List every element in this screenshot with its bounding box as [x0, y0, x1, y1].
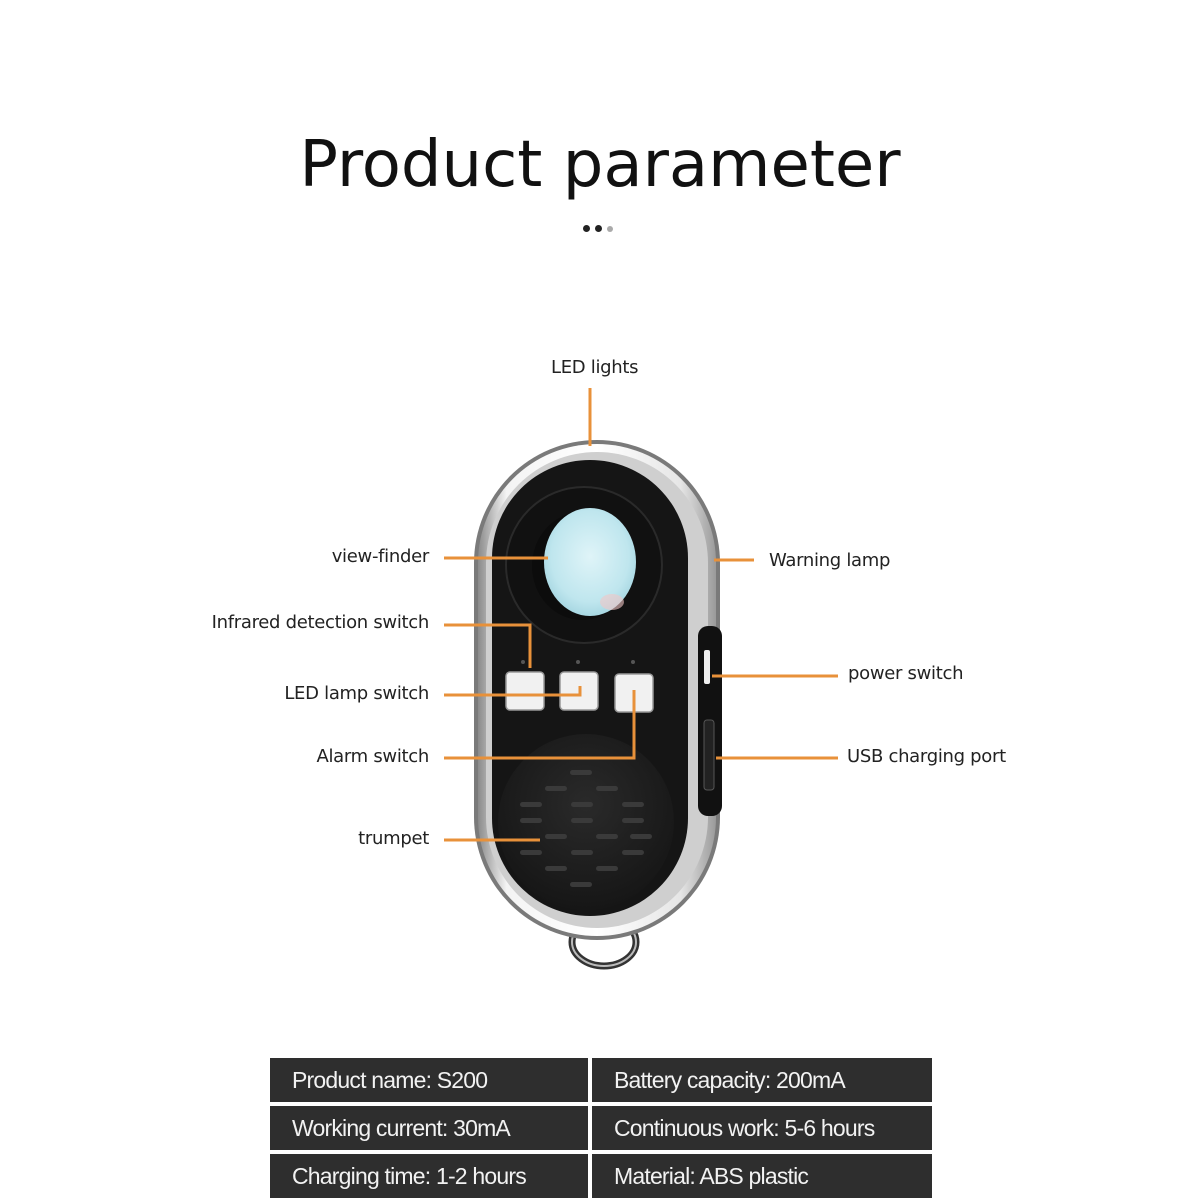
- speaker-slot: [520, 818, 542, 823]
- speaker-slot: [571, 802, 593, 807]
- lens: [505, 486, 663, 644]
- speaker-slot: [571, 818, 593, 823]
- speaker-slot: [622, 818, 644, 823]
- speaker-slot: [545, 834, 567, 839]
- spec-cell: Continuous work: 5-6 hours: [592, 1106, 932, 1154]
- callout-led-lamp-switch: LED lamp switch: [284, 683, 429, 704]
- infrared-switch-button: [505, 671, 545, 711]
- callout-trumpet: trumpet: [358, 828, 429, 849]
- callout-usb-port: USB charging port: [847, 746, 1006, 767]
- spec-row: Working current: 30mA Continuous work: 5…: [270, 1106, 932, 1154]
- speaker-slot: [520, 850, 542, 855]
- callout-infrared-switch: Infrared detection switch: [211, 612, 430, 633]
- callout-alarm-switch: Alarm switch: [316, 746, 429, 767]
- spec-cell: Charging time: 1-2 hours: [270, 1154, 592, 1202]
- speaker-grille: [498, 734, 674, 910]
- indicator-pips: [521, 660, 635, 664]
- speaker-slot: [520, 802, 542, 807]
- page-title: Product parameter: [299, 128, 901, 202]
- speaker-slot: [571, 850, 593, 855]
- spec-row: Product name: S200 Battery capacity: 200…: [270, 1058, 932, 1106]
- callout-warning-lamp: Warning lamp: [769, 550, 891, 571]
- divider-dot: [583, 225, 590, 232]
- spec-cell: Battery capacity: 200mA: [592, 1058, 932, 1106]
- spec-cell: Material: ABS plastic: [592, 1154, 932, 1202]
- leader-led-lamp-switch: [444, 686, 582, 697]
- speaker-slot: [570, 882, 592, 887]
- speaker-slot: [622, 802, 644, 807]
- leader-infrared-switch: [444, 623, 532, 668]
- speaker-slot: [630, 834, 652, 839]
- leader-lines: [444, 388, 838, 842]
- side-controls: [698, 626, 722, 816]
- divider-dot: [595, 225, 602, 232]
- spec-table: Product name: S200 Battery capacity: 200…: [270, 1058, 932, 1202]
- callout-power-switch: power switch: [848, 663, 964, 684]
- speaker-slot: [622, 850, 644, 855]
- callout-view-finder: view-finder: [331, 546, 430, 567]
- speaker-slot: [596, 786, 618, 791]
- speaker-slot: [596, 834, 618, 839]
- spec-cell: Product name: S200: [270, 1058, 592, 1106]
- divider-dot: [607, 226, 613, 232]
- speaker-slot: [570, 770, 592, 775]
- leader-alarm-switch: [444, 690, 636, 760]
- callout-led-lights: LED lights: [551, 357, 639, 378]
- spec-row: Charging time: 1-2 hours Material: ABS p…: [270, 1154, 932, 1202]
- speaker-slot: [545, 786, 567, 791]
- speaker-slot: [596, 866, 618, 871]
- speaker-slot: [545, 866, 567, 871]
- spec-cell: Working current: 30mA: [270, 1106, 592, 1154]
